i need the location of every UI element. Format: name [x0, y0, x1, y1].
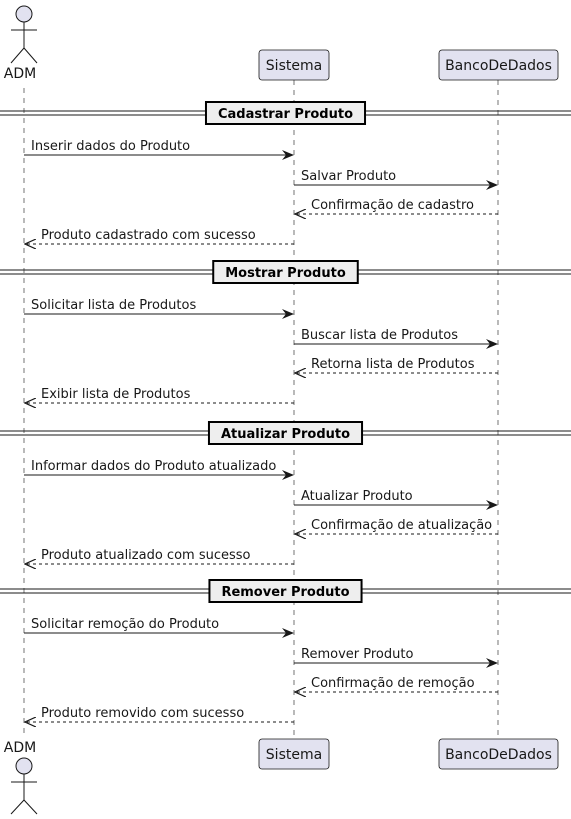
lifelines — [23, 80, 499, 739]
participant-banco-top: BancoDeDados — [438, 49, 559, 81]
section-separator: Mostrar Produto — [0, 260, 571, 284]
message-label: Confirmação de remoção — [311, 676, 475, 691]
section-title-box — [208, 579, 363, 603]
message: Remover Produto — [294, 647, 498, 668]
section-title: Cadastrar Produto — [218, 107, 353, 122]
actor-icon — [10, 757, 38, 815]
message-label: Confirmação de cadastro — [311, 198, 474, 213]
message-label: Produto atualizado com sucesso — [41, 548, 251, 563]
message-label: Atualizar Produto — [301, 489, 413, 504]
message-label: Retorna lista de Produtos — [311, 357, 475, 372]
actor-name: ADM — [4, 66, 36, 82]
message-label: Informar dados do Produto atualizado — [31, 459, 276, 474]
section-title: Remover Produto — [221, 585, 349, 600]
message-label: Confirmação de atualização — [311, 518, 492, 533]
actor-adm-top: ADM — [4, 5, 38, 82]
message: Confirmação de atualização — [295, 518, 498, 534]
section-separator: Cadastrar Produto — [0, 101, 571, 125]
message-label: Solicitar lista de Produtos — [31, 298, 196, 313]
message-label: Produto removido com sucesso — [41, 706, 244, 721]
message: Salvar Produto — [294, 169, 498, 190]
participant-sistema-bottom: Sistema — [258, 738, 330, 770]
message-label: Exibir lista de Produtos — [41, 387, 191, 402]
message: Inserir dados do Produto — [24, 139, 294, 160]
actor-icon — [10, 5, 38, 64]
section-title-box — [207, 421, 364, 445]
message-label: Produto cadastrado com sucesso — [41, 228, 256, 243]
actor-adm-bottom: ADM — [4, 740, 38, 815]
message-label: Solicitar remoção do Produto — [31, 617, 219, 632]
message: Solicitar remoção do Produto — [24, 617, 294, 638]
message: Produto removido com sucesso — [25, 706, 294, 722]
participant-name: Sistema — [266, 747, 322, 763]
section-title: Mostrar Produto — [225, 266, 346, 281]
message: Informar dados do Produto atualizado — [24, 459, 294, 480]
message: Produto atualizado com sucesso — [25, 548, 294, 564]
message-label: Remover Produto — [301, 647, 413, 662]
message: Retorna lista de Produtos — [295, 357, 498, 373]
section-separator: Atualizar Produto — [0, 421, 571, 445]
message: Confirmação de cadastro — [295, 198, 498, 214]
participant-name: Sistema — [266, 58, 322, 74]
message: Exibir lista de Produtos — [25, 387, 294, 403]
message-label: Salvar Produto — [301, 169, 396, 184]
message-label: Inserir dados do Produto — [31, 139, 190, 154]
section-separator: Remover Produto — [0, 579, 571, 603]
message: Buscar lista de Produtos — [294, 328, 498, 349]
message-label: Buscar lista de Produtos — [301, 328, 458, 343]
message: Atualizar Produto — [294, 489, 498, 510]
message: Confirmação de remoção — [295, 676, 498, 692]
participant-sistema-top: Sistema — [258, 49, 330, 81]
actor-name: ADM — [4, 740, 36, 756]
participant-name: BancoDeDados — [445, 747, 552, 763]
section-title-box — [204, 101, 367, 125]
participant-name: BancoDeDados — [445, 58, 552, 74]
section-title-box — [212, 260, 359, 284]
message: Solicitar lista de Produtos — [24, 298, 294, 319]
message: Produto cadastrado com sucesso — [25, 228, 294, 244]
participant-banco-bottom: BancoDeDados — [438, 738, 559, 770]
section-title: Atualizar Produto — [221, 427, 350, 442]
